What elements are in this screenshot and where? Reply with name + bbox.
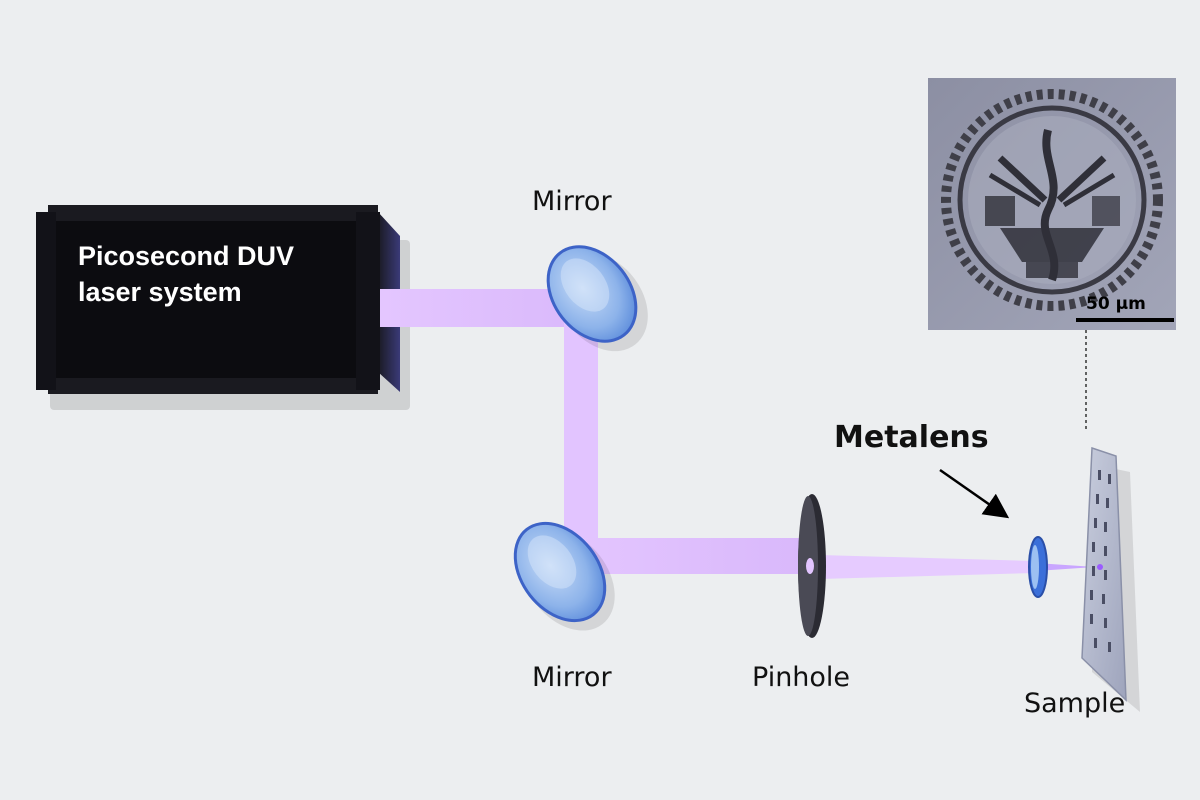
scale-bar-label: 50 μm xyxy=(1086,294,1146,314)
metalens xyxy=(1028,536,1048,598)
mirror-top xyxy=(546,245,648,352)
laser-label-line2: laser system xyxy=(78,277,242,307)
laser-label-line1: Picosecond DUV xyxy=(78,241,295,271)
mirror-bottom-label: Mirror xyxy=(532,662,612,693)
metalens-arrow xyxy=(939,468,1010,519)
metalens-label: Metalens xyxy=(834,420,989,455)
sample-label: Sample xyxy=(1024,688,1126,719)
mirror-top-label: Mirror xyxy=(532,186,612,217)
scale-bar xyxy=(1076,318,1174,322)
micrograph-emblem xyxy=(941,89,1163,311)
pinhole-label: Pinhole xyxy=(752,662,851,693)
micrograph-inset xyxy=(928,78,1176,330)
laser-box xyxy=(36,205,410,410)
pinhole xyxy=(798,494,826,638)
sample-plate xyxy=(1081,446,1140,712)
mirror-bottom xyxy=(513,521,615,631)
laser-system-label: Picosecond DUV laser system xyxy=(78,238,294,310)
